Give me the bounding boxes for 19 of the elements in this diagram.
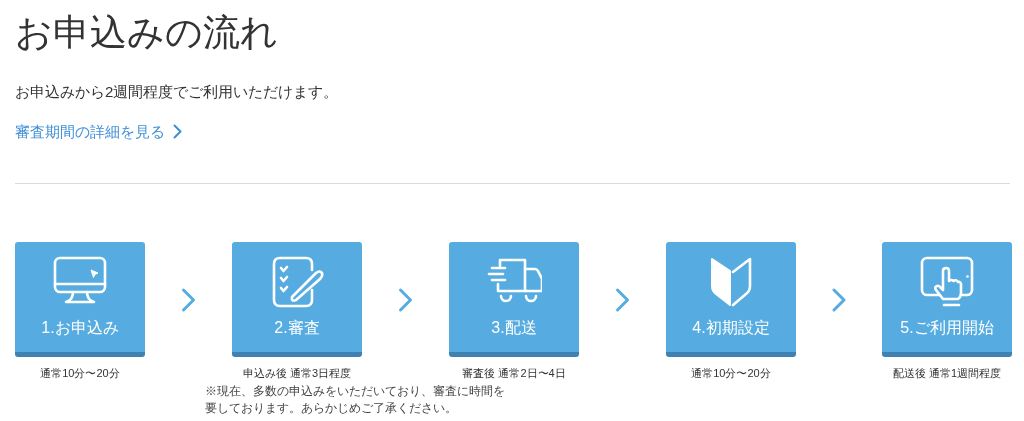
duration-text: 通常10分〜20分 bbox=[39, 366, 121, 380]
intro-text: お申込みから2週間程度でご利用いただけます。 bbox=[15, 82, 339, 102]
step-label: 5.ご利用開始 bbox=[899, 318, 995, 338]
duration-text: 申込み後 通常3日程度 bbox=[241, 366, 353, 380]
step-box bbox=[882, 242, 1012, 357]
step-box bbox=[449, 242, 579, 357]
step-box bbox=[232, 242, 362, 357]
note-text: ※現在、多数の申込みをいただいており、審査に時間を要しております。あらかじめご了承ください。 bbox=[205, 383, 506, 417]
step-label: 4.初期設定 bbox=[691, 318, 771, 338]
step-box bbox=[666, 242, 796, 357]
duration-text: 配送後 通常1週間程度 bbox=[891, 366, 1003, 380]
duration-text: 通常10分〜20分 bbox=[690, 366, 772, 380]
step-label: 1.お申込み bbox=[40, 318, 120, 338]
page-title: お申込みの流れ bbox=[15, 11, 278, 55]
details-link: 審査期間の詳細を見る bbox=[15, 121, 182, 143]
step-label: 3.配送 bbox=[490, 318, 538, 338]
step-box bbox=[15, 242, 145, 357]
step-label: 2.審査 bbox=[273, 318, 321, 338]
duration-text: 審査後 通常2日〜4日 bbox=[461, 366, 567, 380]
